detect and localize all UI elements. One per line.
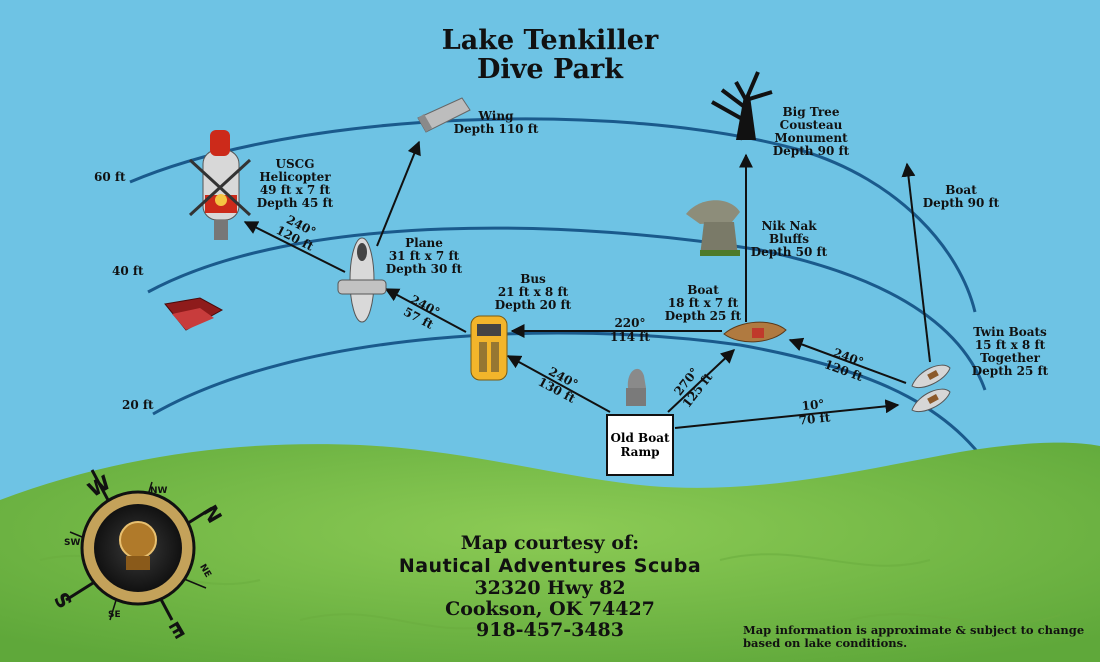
helicopter-line4: Depth 45 ft [256,196,334,210]
label-wing: Wing Depth 110 ft [452,110,540,136]
label-boat-deep: Boat Depth 90 ft [920,184,1002,210]
boat-small-line2: 18 ft x 7 ft [667,296,739,310]
twin-boats-line2: 15 ft x 8 ft [974,338,1046,352]
arrow-plane-to-wing [376,140,421,247]
old-boat-ramp: Old Boat Ramp [606,414,674,476]
bus-line2: 21 ft x 8 ft [497,285,569,299]
twin-boats-line3: Together [980,351,1040,365]
boat-deep-line1: Boat [945,183,977,197]
boat-small-line3: Depth 25 ft [664,309,742,323]
big-tree-line4: Depth 90 ft [772,144,850,158]
helicopter-line3: 49 ft x 7 ft [259,183,331,197]
big-tree-line3: Monument [774,131,848,145]
twin-boats-line1: Twin Boats [973,325,1047,339]
boat-icon [723,321,787,343]
bearing-ramp-twin: 10° 70 ft [797,396,831,428]
bearing-boat-bus: 220° 114 ft [610,316,650,344]
helicopter-line1: USCG [275,157,315,171]
wing-icon [417,97,471,133]
depth-60: 60 ft [94,170,126,184]
helicopter-line2: Helicopter [259,170,331,184]
map-credit: Map courtesy of: Nautical Adventures Scu… [380,532,720,641]
bus-line1: Bus [520,272,546,286]
bearing-boat-bus-dist: 114 ft [610,330,650,344]
tree-icon [711,71,773,141]
boat-small-line1: Boat [687,283,719,297]
credit-line4: Cookson, OK 74427 [445,598,655,620]
arrow-twin-to-boat [788,337,907,384]
compass-se: SE [108,610,121,620]
arrow-ramp-to-boat [667,349,736,413]
boat-deep-line2: Depth 90 ft [922,196,1000,210]
bluffs-icon [686,200,740,256]
label-plane: Plane 31 ft x 7 ft Depth 30 ft [384,237,464,276]
nik-nak-line1: Nik Nak [761,219,817,233]
depth-40: 40 ft [112,264,144,278]
big-tree-line2: Cousteau [779,118,843,132]
bearing-boat-bus-deg: 220° [614,316,646,330]
arrow-ramp-to-twin [674,399,900,429]
contour-60ft [129,117,977,313]
compass-sw: SW [64,538,81,548]
credit-line5: 918-457-3483 [476,619,624,641]
ramp-line2: Ramp [620,445,660,459]
depth-20: 20 ft [122,398,154,412]
bus-line3: Depth 20 ft [494,298,572,312]
twin-boats-line4: Depth 25 ft [971,364,1049,378]
arrow-plane-to-heli [243,221,346,273]
arrow-bus-to-plane [384,288,467,333]
helicopter-icon [188,130,252,240]
plane-line3: Depth 30 ft [385,262,463,276]
plane-line1: Plane [405,236,443,250]
coffin-icon [164,297,224,331]
disclaimer-line2: based on lake conditions. [743,636,908,650]
contour-20ft [152,331,1004,489]
label-bus: Bus 21 ft x 8 ft Depth 20 ft [492,273,574,312]
plane-icon [337,237,387,323]
label-twin-boats: Twin Boats 15 ft x 8 ft Together Depth 2… [968,326,1052,378]
nik-nak-line3: Depth 50 ft [750,245,828,259]
label-nik-nak: Nik Nak Bluffs Depth 50 ft [748,220,830,259]
compass-nw: NW [150,486,168,496]
label-boat-small: Boat 18 ft x 7 ft Depth 25 ft [662,284,744,323]
arrow-twin-to-deepboat [901,162,931,363]
shoreline-land [0,442,1100,662]
credit-line1: Map courtesy of: [460,532,640,554]
plane-line2: 31 ft x 7 ft [388,249,460,263]
ramp-line1: Old Boat [610,431,670,445]
big-tree-line1: Big Tree [782,105,840,119]
map-disclaimer: Map information is approximate & subject… [743,624,1093,650]
arrow-ramp-to-bus [506,355,611,413]
label-big-tree: Big Tree Cousteau Monument Depth 90 ft [766,106,856,158]
disclaimer-line1: Map information is approximate & subject… [743,623,1085,637]
nik-nak-line2: Bluffs [768,232,810,246]
wing-line2: Depth 110 ft [453,122,539,136]
twin-boats-icon [911,364,951,412]
credit-line2: Nautical Adventures Scuba [398,555,702,577]
map-title: Lake Tenkiller Dive Park [430,26,670,84]
credit-line3: 32320 Hwy 82 [474,577,626,599]
statue-icon [626,368,646,406]
title-line1: Lake Tenkiller [441,25,659,56]
label-helicopter: USCG Helicopter 49 ft x 7 ft Depth 45 ft [250,158,340,210]
title-line2: Dive Park [477,54,623,85]
compass-logo [65,469,213,621]
bus-icon [470,315,508,381]
wing-line1: Wing [478,109,514,123]
